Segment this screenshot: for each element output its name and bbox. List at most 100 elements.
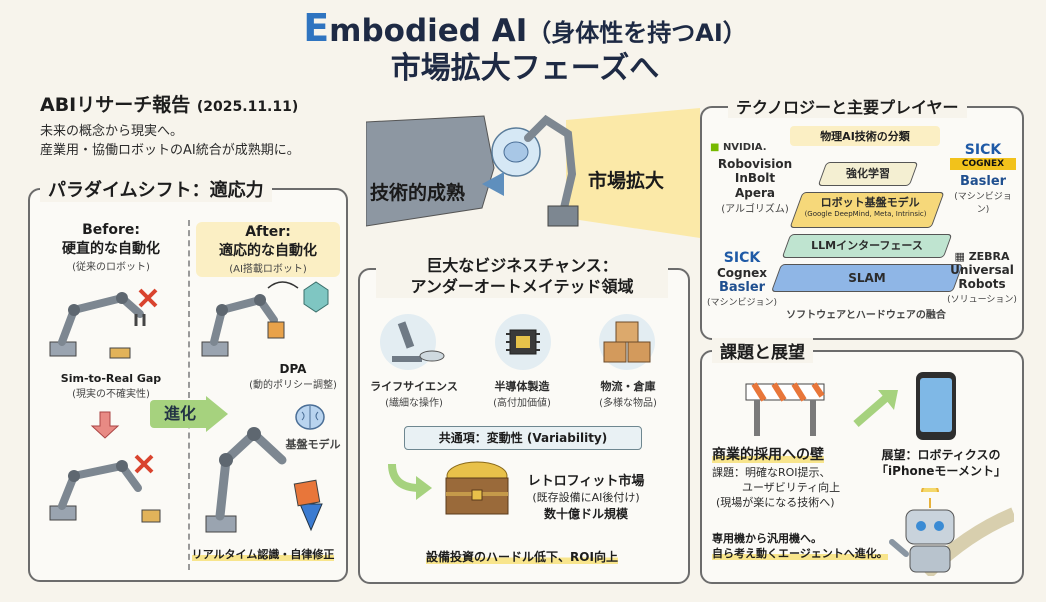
before-label: Before: [82, 222, 140, 238]
dpa-label: DPA [279, 362, 307, 376]
after-block: After: 適応的な自動化 (AI搭載ロボット) [196, 222, 340, 277]
solution-players: ▦ ZEBRA Universal Robots (ソリューション) [946, 250, 1018, 305]
gap-block: Sim-to-Real Gap (現実の不確実性) [38, 372, 184, 400]
rigid-robot-icon [49, 288, 158, 359]
foundation-label: 基盤モデル [285, 438, 341, 451]
realtime-text: リアルタイム認識・自律修正 [191, 548, 335, 561]
algo-player: Apera [734, 185, 776, 200]
maturity-left: 技術的成熟 [370, 182, 466, 204]
ur-line2: Robots [958, 277, 1006, 292]
business-heading1: 巨大なビジネスチャンス： [426, 256, 618, 275]
algo-sub: (アルゴリズム) [721, 204, 789, 216]
layer-robot-fm-label: ロボット基盤モデル [820, 196, 920, 209]
layer-robot-fm: ロボット基盤モデル(Google DeepMind, Meta, Intrins… [789, 192, 945, 228]
zebra-logo: ▦ ZEBRA [954, 250, 1010, 263]
wall-text: 商業的採用への壁 [712, 447, 824, 463]
maturity-graphic [366, 108, 700, 238]
layer-rl-label: 強化学習 [846, 167, 890, 180]
retro-sub: (既存設備にAI後付け) [532, 491, 640, 504]
divider [188, 220, 190, 570]
biz-item-logistics: 物流・倉庫 (多様な物品) [580, 378, 676, 409]
nvidia-logo: ■ NVIDIA. [710, 142, 767, 153]
layer-llm: LLMインターフェース [781, 234, 953, 258]
brain-icon [295, 404, 325, 430]
vision-sub: (マシンビジョン) [954, 192, 1012, 215]
cognex-logo: COGNEX [950, 158, 1016, 170]
title-paren: （身体性を持つAI） [527, 19, 747, 47]
retro-scale: 数十億ドル規模 [543, 507, 628, 521]
layer-slam: SLAM [770, 264, 964, 292]
outlook-block: 展望：ロボティクスの 「iPhoneモーメント」 [866, 448, 1016, 479]
biz-item-sub: (多様な物品) [599, 398, 657, 409]
before-block: Before: 硬直的な自動化 (従来のロボット) [40, 222, 182, 273]
abi-date: (2025.11.11) [196, 99, 299, 115]
paradigm-heading: パラダイムシフト：適応力 [40, 176, 272, 202]
dpa-block: DPA (動的ポリシー調整) [248, 362, 338, 391]
ur-line1: Universal [950, 263, 1014, 277]
maturity-right: 市場拡大 [588, 170, 665, 192]
gap-title: Sim-to-Real Gap [60, 372, 162, 385]
after-title: 適応的な自動化 [219, 243, 317, 259]
retro-block: レトロフィット市場 (既存設備にAI後付け) 数十億ドル規模 [512, 470, 660, 522]
issue-block: 課題：明確なROI提示、 ユーザビリティ向上 (現場が楽になる技術へ) [712, 466, 840, 511]
main-title: Embodied AI（身体性を持つAI） 市場拡大フェーズへ [290, 6, 760, 87]
boxes-icon [599, 314, 655, 370]
wall-label: 商業的採用への壁 [712, 444, 824, 464]
vision-players-right: SICK COGNEX Basler (マシンビジョン) [950, 142, 1016, 215]
chip-icon [495, 314, 551, 370]
algo-player: Robovision [717, 157, 793, 171]
layer-slam-label: SLAM [848, 271, 886, 285]
after-sub: (AI搭載ロボット) [229, 264, 307, 275]
issue-line1: 課題：明確なROI提示、 [712, 466, 831, 479]
evolve-badge: 進化 [150, 400, 210, 428]
biz-item-label: ライフサイエンス [370, 380, 458, 393]
gap-sub: (現実の不確実性) [72, 389, 150, 400]
abi-line1: 未来の概念から現実へ。 [40, 124, 184, 139]
biz-item-label: 半導体製造 [494, 380, 550, 393]
outlook-line2: 「iPhoneモーメント」 [876, 463, 1006, 478]
fusion-label: ソフトウェアとハードウェアの融合 [786, 310, 946, 321]
biz-item-life-science: ライフサイエンス (繊細な操作) [366, 378, 462, 409]
biz-item-label: 物流・倉庫 [600, 380, 656, 393]
self-correcting-robot-icon [205, 427, 323, 533]
treasure-chest-icon [445, 461, 509, 515]
outlook-line1: 展望：ロボティクスの [881, 448, 1001, 462]
sick-logo: SICK [964, 142, 1002, 158]
cognex-label: Cognex [716, 266, 768, 280]
shift-block: 専用機から汎用機へ。 自ら考え動くエージェントへ進化。 [712, 532, 888, 562]
zebra-label: ZEBRA [968, 250, 1010, 263]
shift-line2: 自ら考え動くエージェントへ進化。 [712, 546, 888, 560]
business-bottom-text: 設備投資のハードル低下、ROI向上 [426, 550, 618, 564]
business-bottom: 設備投資のハードル低下、ROI向上 [366, 548, 678, 565]
curved-arrow-icon [388, 463, 432, 500]
evolve-arrow-icon [206, 396, 228, 432]
biz-item-sub: (高付加価値) [493, 398, 551, 409]
shift-line1: 専用機から汎用機へ。 [712, 532, 822, 545]
before-sub: (従来のロボット) [72, 262, 150, 273]
dpa-sub: (動的ポリシー調整) [249, 380, 337, 391]
tech-heading: テクノロジーと主要プレイヤー [728, 94, 967, 118]
down-arrow-icon [90, 411, 120, 439]
algo-players: ■ NVIDIA. Robovision InBolt Apera (アルゴリズ… [710, 142, 800, 215]
before-title: 硬直的な自動化 [62, 241, 160, 257]
solution-sub: (ソリューション) [947, 294, 1017, 305]
vision-players-left: SICK Cognex Basler (マシンビジョン) [706, 250, 778, 308]
up-arrow-icon [853, 390, 898, 428]
biz-item-sub: (繊細な操作) [385, 398, 443, 409]
basler-logo: Basler [718, 280, 766, 295]
common-banner: 共通項：変動性 (Variability) [404, 426, 642, 450]
title-e: E [303, 6, 330, 50]
failing-robot-icon [49, 454, 161, 523]
abi-line2: 産業用・協働ロボットのAI統合が成熟期に。 [40, 142, 300, 158]
issue-line2: ユーザビリティ向上 [742, 480, 841, 494]
abi-report: ABIリサーチ報告 (2025.11.11) 未来の概念から現実へ。 産業用・協… [40, 90, 370, 161]
classification-label: 物理AI技術の分類 [790, 126, 940, 146]
layer-rl: 強化学習 [817, 162, 919, 186]
retro-title: レトロフィット市場 [527, 474, 645, 489]
realtime-label: リアルタイム認識・自律修正 [188, 546, 338, 562]
biz-item-semiconductor: 半導体製造 (高付加価値) [474, 378, 570, 409]
layer-llm-label: LLMインターフェース [811, 239, 923, 252]
barrier-icon [745, 382, 825, 436]
business-heading: 巨大なビジネスチャンス： アンダーオートメイテッド領域 [376, 256, 668, 298]
